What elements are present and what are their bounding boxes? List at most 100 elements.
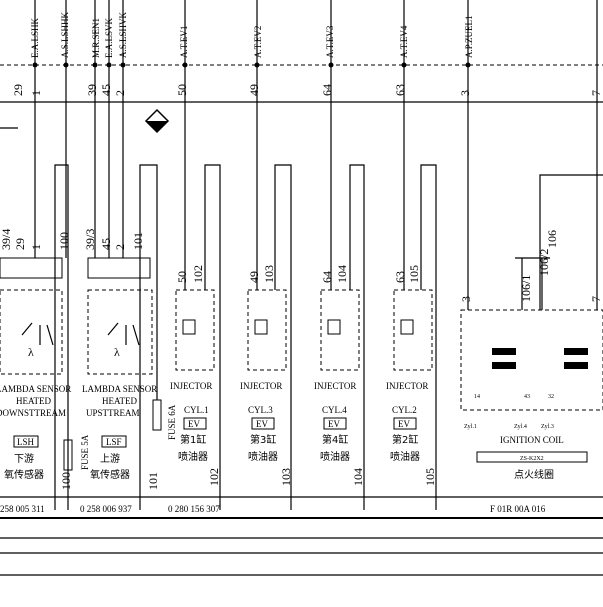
injector3-cyl: CYL.4 — [322, 405, 347, 415]
injector2-code: EV — [256, 419, 268, 429]
ignition-zyl1: Zyl.1 — [464, 424, 477, 430]
connector-upstream: 39/3 45 2 101 — [83, 229, 151, 279]
injector3-code: EV — [328, 419, 340, 429]
pin-2: 2 — [113, 90, 127, 96]
pin-63: 63 — [393, 84, 407, 96]
cpin-106: 106 — [545, 230, 559, 248]
cpin-64: 64 — [320, 271, 334, 283]
pin-64: 64 — [320, 84, 334, 96]
bpin-101: 101 — [146, 472, 160, 490]
top-pin-numbers: 29 1 39 45 2 50 49 64 63 3 7 — [11, 84, 603, 96]
bpin-102: 102 — [207, 468, 221, 486]
injector1-cyl: CYL.1 — [184, 405, 209, 415]
injector3-cn2: 喷油器 — [320, 450, 350, 463]
ignition-zyl3: Zyl.3 — [541, 424, 554, 430]
injector1-cn1: 第1缸 — [180, 433, 206, 446]
signal-zuel1: A.P.ZUEL1 — [464, 16, 474, 59]
ignition-pin-32: 32 — [548, 394, 554, 400]
injector4-code: EV — [398, 419, 410, 429]
cpin-45: 45 — [99, 238, 113, 250]
injector4-label: INJECTOR — [386, 381, 428, 391]
cpin-104: 104 — [335, 265, 349, 283]
injector2-cn1: 第3缸 — [250, 433, 276, 446]
injector1-label: INJECTOR — [170, 381, 212, 391]
bottom-rails — [0, 517, 603, 576]
cpin-101: 101 — [131, 232, 145, 250]
ignition-cn: 点火线圈 — [514, 468, 554, 481]
fuse-6a: FUSE 6A — [152, 399, 177, 440]
sensor-upstream-line3: UPSTTREAM — [86, 408, 140, 418]
cpin-3: 3 — [459, 296, 473, 302]
bpin-100: 100 — [59, 472, 73, 490]
signal-labels: E.A.LSHK A.S.LSHHK M.R.SEN1 E.A.LSVK A.S… — [30, 11, 474, 58]
ignition-coil: 3 106/1 106/2 106 7 14 43 32 Zyl.1 Zyl.4… — [459, 230, 603, 481]
sensor-upstream-cn1: 上游 — [100, 452, 120, 465]
injector4-cn2: 喷油器 — [390, 450, 420, 463]
sensor-downstream-cn1: 下游 — [14, 452, 34, 465]
sensor-upstream-line1: LAMBDA SENSOR — [82, 384, 157, 394]
signal-ev2: A.T.EV2 — [253, 26, 263, 58]
pin-29: 29 — [11, 84, 25, 96]
fuse-5a-label: FUSE 5A — [80, 434, 90, 470]
cpin-63: 63 — [393, 271, 407, 283]
sensor-downstream-code: LSH — [17, 437, 35, 447]
sensor-downstream-cn2: 氧传感器 — [4, 468, 44, 481]
cpin-49: 49 — [247, 271, 261, 283]
bottom-pin-numbers: 100 101 102 103 104 105 — [59, 468, 437, 490]
ignition-label: IGNITION COIL — [500, 435, 564, 445]
cpin-39-3: 39/3 — [83, 229, 97, 250]
sensor-upstream-label: LAMBDA SENSOR HEATED UPSTTREAM LSF 上游 氧传… — [82, 384, 157, 481]
injector1-cn2: 喷油器 — [178, 450, 208, 463]
pin-3: 3 — [458, 90, 472, 96]
pin-50: 50 — [175, 84, 189, 96]
sensor-downstream-line2: HEATED — [16, 396, 51, 406]
bpin-104: 104 — [351, 468, 365, 486]
sensor-downstream-line3: DOWNSTTREAM — [0, 408, 66, 418]
power-feed-lines — [54, 164, 603, 510]
part-number-2: 0 258 006 937 — [80, 504, 132, 514]
lambda-sensor-downstream-body — [0, 289, 63, 375]
cpin-1: 1 — [29, 244, 43, 250]
injector4-cn1: 第2缸 — [392, 433, 418, 446]
fuse-5a: FUSE 5A — [63, 434, 90, 471]
cpin-106-2: 106/2 — [537, 249, 551, 276]
cpin-50: 50 — [175, 271, 189, 283]
cpin-7: 7 — [589, 296, 603, 302]
svg-text:λ: λ — [114, 345, 120, 359]
bpin-103: 103 — [279, 468, 293, 486]
cpin-29: 29 — [13, 238, 27, 250]
part-number-row: 258 005 311 0 258 006 937 0 280 156 307 … — [0, 504, 546, 514]
cpin-39-4: 39/4 — [0, 229, 13, 250]
injector1-code: EV — [188, 419, 200, 429]
pin-45: 45 — [99, 84, 113, 96]
injector3-cn1: 第4缸 — [322, 433, 348, 446]
signal-sen1: M.R.SEN1 — [91, 18, 101, 58]
pin-49: 49 — [247, 84, 261, 96]
cpin-2: 2 — [113, 244, 127, 250]
pin-39: 39 — [85, 84, 99, 96]
svg-text:λ: λ — [28, 345, 34, 359]
bpin-105: 105 — [423, 468, 437, 486]
pin-1: 1 — [29, 90, 43, 96]
sensor-downstream-label: LAMBDA SENSOR HEATED DOWNSTTREAM LSH 下游 … — [0, 384, 71, 481]
injector2-cyl: CYL.3 — [248, 405, 273, 415]
sensor-upstream-code: LSF — [106, 437, 122, 447]
cpin-105: 105 — [407, 265, 421, 283]
cpin-102: 102 — [191, 265, 205, 283]
injector-cyl1: 50 102 INJECTOR CYL.1 EV 第1缸 喷油器 — [170, 265, 215, 463]
signal-lshhk: A.S.LSHHK — [60, 11, 70, 58]
part-number-4: F 01R 00A 016 — [490, 504, 546, 514]
signal-wires — [32, 0, 598, 310]
injector2-cn2: 喷油器 — [248, 450, 278, 463]
injector2-label: INJECTOR — [240, 381, 282, 391]
lambda-sensor-upstream-body — [87, 289, 153, 375]
injector-cyl3: 49 103 INJECTOR CYL.3 EV 第3缸 喷油器 — [240, 265, 287, 463]
ignition-zyl4: Zyl.4 — [514, 424, 527, 430]
ignition-code: ZS-K2X2 — [520, 456, 544, 462]
ignition-pin-14: 14 — [474, 394, 480, 400]
signal-ev1: A.T.EV1 — [179, 26, 189, 58]
fuse-6a-label: FUSE 6A — [167, 404, 177, 440]
cpin-103: 103 — [262, 265, 276, 283]
injector4-cyl: CYL.2 — [392, 405, 417, 415]
